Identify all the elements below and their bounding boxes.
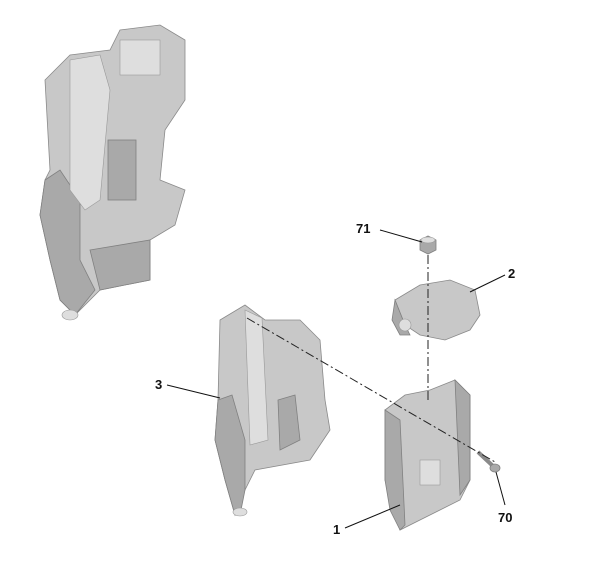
part-1-valve-body xyxy=(384,378,471,531)
part-71-nut xyxy=(419,235,437,255)
leader-line-1 xyxy=(344,504,401,529)
assembled-unit xyxy=(39,24,186,321)
callout-1: 1 xyxy=(333,522,340,537)
leader-line-70 xyxy=(495,471,506,506)
leader-line-71 xyxy=(379,229,423,243)
callout-3: 3 xyxy=(155,377,162,392)
leader-line-2 xyxy=(469,274,506,293)
part-70-screw xyxy=(476,450,501,473)
callout-70: 70 xyxy=(498,510,512,525)
part-3-bracket xyxy=(214,304,331,517)
part-2-actuator xyxy=(391,279,481,341)
callout-2: 2 xyxy=(508,266,515,281)
callout-71: 71 xyxy=(356,221,370,236)
leader-line-3 xyxy=(166,384,221,399)
assembly-axis-line xyxy=(246,317,496,463)
